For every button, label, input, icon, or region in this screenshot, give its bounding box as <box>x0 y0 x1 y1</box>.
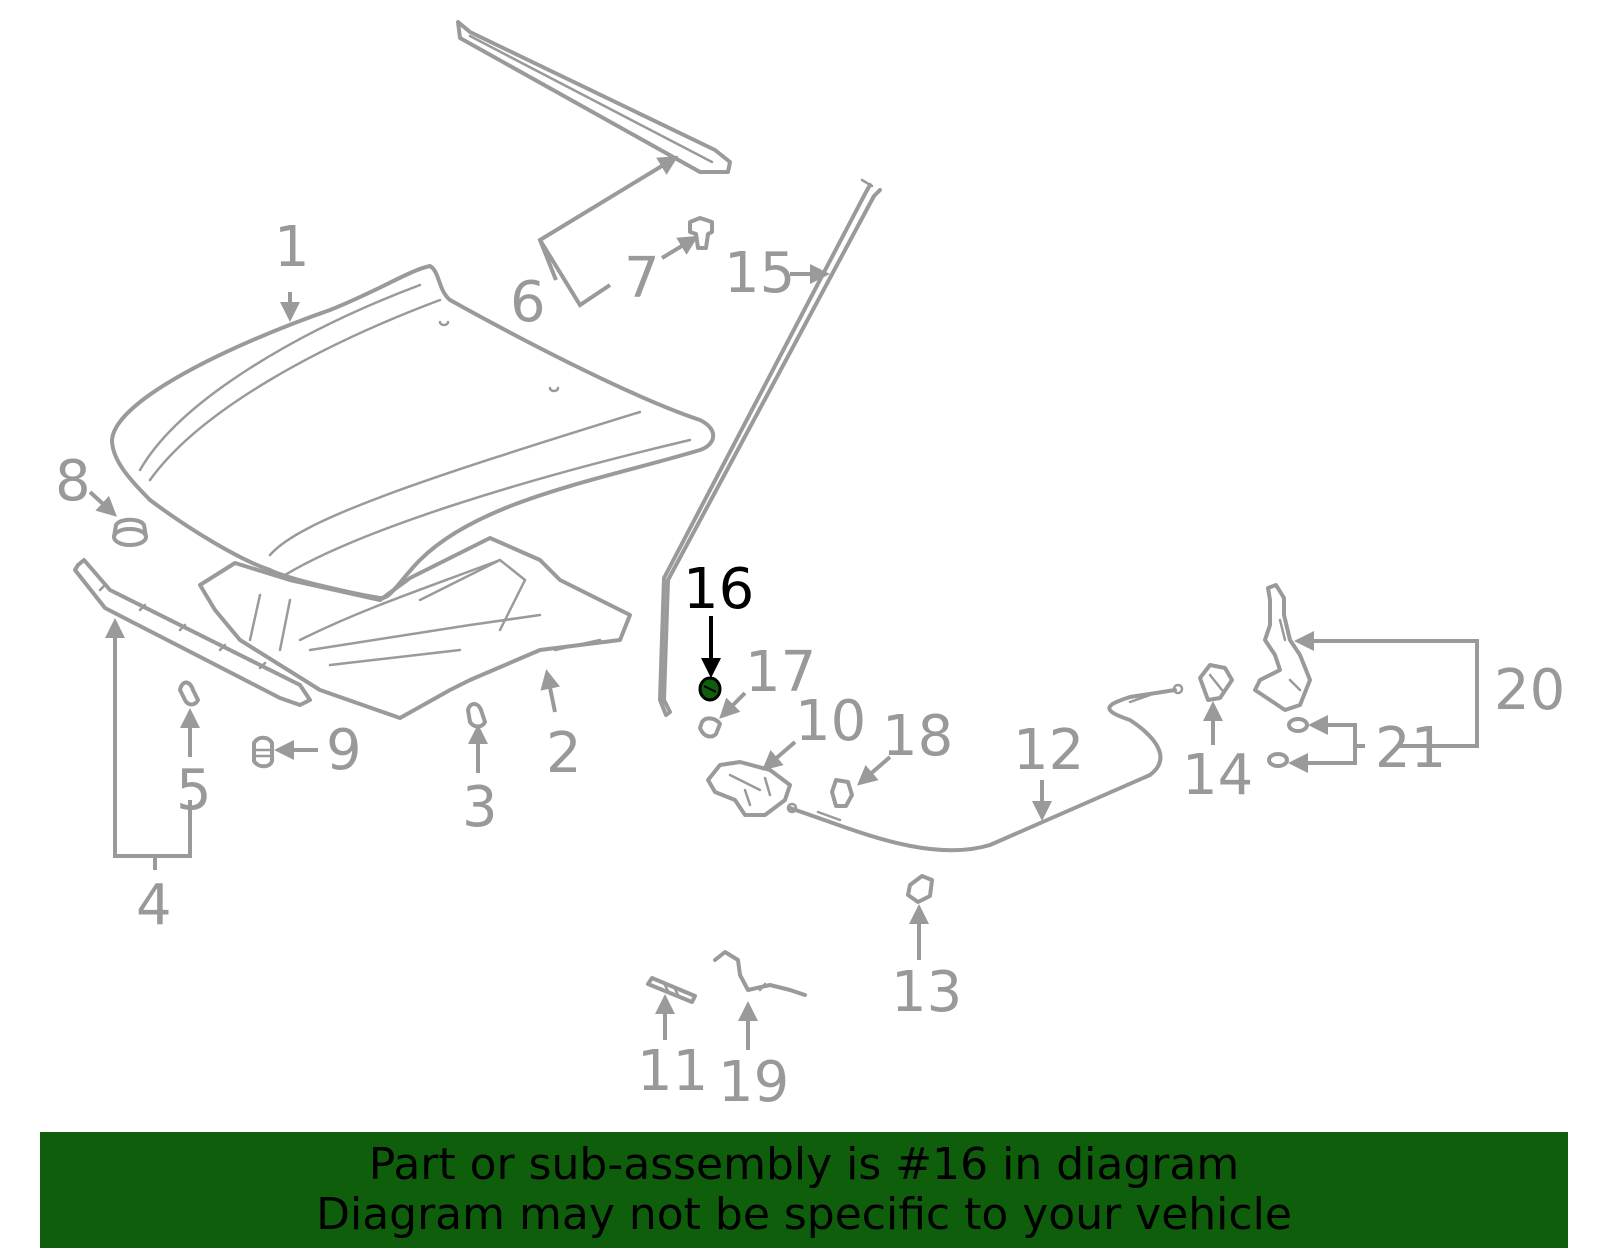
part-5-clip <box>178 680 200 707</box>
part-12-release-cable <box>786 683 1184 853</box>
callout-21[interactable]: 21 <box>1375 716 1446 781</box>
banner-part-text: Part or sub-assembly is #16 in diagram <box>368 1139 1240 1190</box>
callout-19[interactable]: 19 <box>718 1050 789 1115</box>
part-3-clip <box>466 702 487 729</box>
part-14-handle <box>1198 663 1234 702</box>
callout-11[interactable]: 11 <box>637 1039 708 1104</box>
callout-5[interactable]: 5 <box>176 758 212 823</box>
callout-6[interactable]: 6 <box>510 270 546 335</box>
part-10-hood-latch <box>706 760 792 817</box>
callout-1[interactable]: 1 <box>274 215 310 280</box>
callout-15[interactable]: 15 <box>724 241 795 306</box>
part-13-clip <box>906 874 934 904</box>
part-15-support-rod <box>658 178 882 717</box>
part-11-bracket <box>646 976 697 1004</box>
callout-8[interactable]: 8 <box>55 449 91 514</box>
part-9-grommet <box>252 735 274 769</box>
part-20-hood-hinge <box>1253 583 1312 712</box>
callout-16-highlighted[interactable]: 16 <box>683 557 754 622</box>
callout-10[interactable]: 10 <box>795 689 866 754</box>
callout-20[interactable]: 20 <box>1494 658 1565 723</box>
part-2-hood-insulator <box>198 536 632 720</box>
info-banner: Part or sub-assembly is #16 in diagram D… <box>40 1132 1568 1248</box>
callout-18[interactable]: 18 <box>882 704 953 769</box>
part-4-front-seal <box>73 558 312 707</box>
leader-lines <box>88 155 1479 1050</box>
callout-2[interactable]: 2 <box>546 721 582 786</box>
part-21-bolts <box>1267 717 1309 768</box>
part-1-hood-panel <box>110 264 716 601</box>
exploded-parts-diagram: 1 2 3 4 5 6 7 8 9 10 11 12 13 14 15 16 1… <box>55 20 1565 1115</box>
callout-17[interactable]: 17 <box>745 640 816 705</box>
callout-4[interactable]: 4 <box>136 873 172 938</box>
callout-9[interactable]: 9 <box>326 718 362 783</box>
banner-disclaimer-text: Diagram may not be specific to your vehi… <box>316 1189 1292 1240</box>
callout-13[interactable]: 13 <box>891 960 962 1025</box>
callout-3[interactable]: 3 <box>462 775 498 840</box>
part-18-clip <box>830 778 854 808</box>
part-8-bumper <box>112 517 148 547</box>
callout-labels: 1 2 3 4 5 6 7 8 9 10 11 12 13 14 15 16 1… <box>55 215 1565 1115</box>
callout-12[interactable]: 12 <box>1013 718 1084 783</box>
part-17-bumper <box>698 716 722 739</box>
part-6-hood-seal <box>456 20 732 174</box>
part-19-cable <box>713 950 807 997</box>
part-16-highlighted <box>698 676 722 702</box>
callout-7[interactable]: 7 <box>624 246 660 311</box>
part-7-clip <box>688 216 714 250</box>
callout-14[interactable]: 14 <box>1182 743 1253 808</box>
